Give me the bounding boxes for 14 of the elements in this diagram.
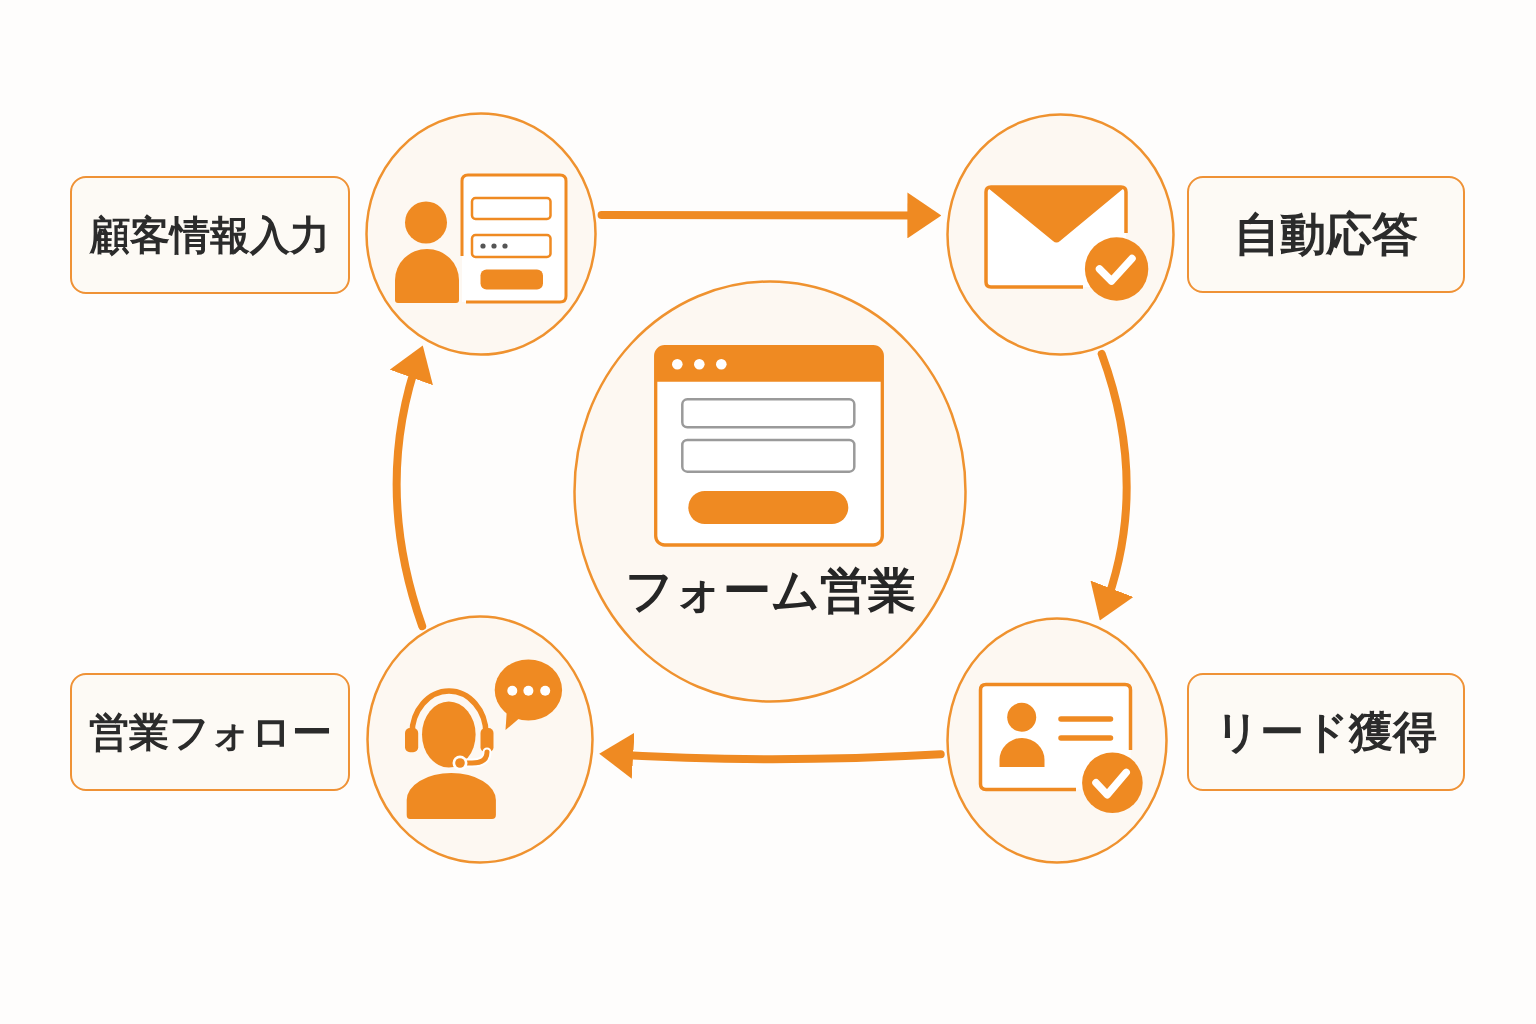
- label-box: 自動応答: [1187, 176, 1465, 293]
- icon-circle: [946, 113, 1175, 356]
- label-box: リード獲得: [1187, 673, 1465, 791]
- icon-circle: [365, 112, 597, 356]
- arrow: [1089, 349, 1134, 621]
- arrow: [390, 345, 434, 631]
- label-box: 顧客情報入力: [70, 176, 350, 294]
- label-box: 営業フォロー: [70, 673, 350, 791]
- icon-circle: [366, 615, 594, 864]
- arrow: [597, 192, 942, 239]
- hub-circle: [573, 280, 967, 703]
- arrow: [599, 732, 945, 779]
- hub-title: フォーム営業: [624, 563, 916, 619]
- icon-circle: [946, 617, 1168, 864]
